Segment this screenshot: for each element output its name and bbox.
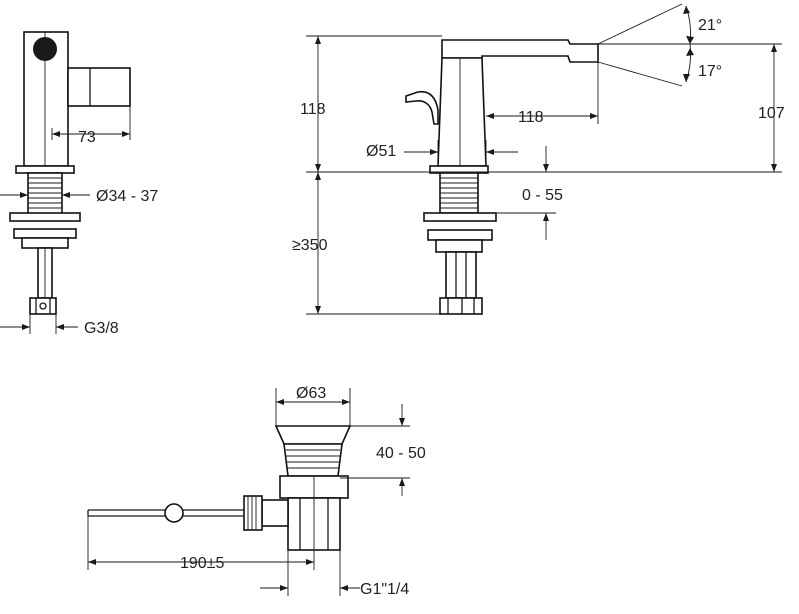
dim-body-diameter: Ø51 <box>366 143 396 160</box>
waste-view: Ø63 40 - 50 190±5 G1"1/4 <box>87 385 426 598</box>
dim-waste-height: 40 - 50 <box>376 445 426 462</box>
base-plate-side <box>15 165 75 174</box>
washer-front <box>423 212 497 222</box>
nut-body-front <box>435 239 483 253</box>
rod-ball-joint <box>164 503 184 523</box>
nut-front <box>427 229 493 241</box>
dim-angle-down: 17° <box>698 63 722 80</box>
front-view: 118 107 ≥350 118 Ø51 0 - 55 <box>292 3 785 315</box>
dim-connection: G3/8 <box>84 320 119 337</box>
waste-side-port <box>261 499 289 527</box>
connector-front <box>439 297 483 315</box>
nut-body-side <box>21 237 69 249</box>
waste-flange <box>274 425 352 445</box>
dim-overall-height: 107 <box>758 105 785 122</box>
pop-up-lever <box>405 90 439 125</box>
connector-side <box>29 297 57 315</box>
waste-upper-body <box>283 443 343 477</box>
dim-deck-thickness: 0 - 55 <box>522 187 563 204</box>
dim-waste-diameter: Ø63 <box>296 385 326 402</box>
threaded-shank-side <box>27 172 63 216</box>
dim-angle-up: 21° <box>698 17 722 34</box>
washer-side <box>9 212 81 222</box>
dim-spout-length: 73 <box>78 129 96 146</box>
dim-height: 118 <box>300 101 326 118</box>
dim-spout-reach: 118 <box>518 109 544 126</box>
dim-hose-length: ≥350 <box>292 237 328 254</box>
dim-waste-thread: G1"1/4 <box>360 581 409 598</box>
dim-mount-hole: Ø34 - 37 <box>96 188 158 205</box>
nut-side <box>13 228 77 239</box>
spout-side <box>67 67 131 107</box>
waste-rod-nut <box>243 495 263 531</box>
hose-front <box>445 251 477 299</box>
faucet-body-front <box>437 57 487 167</box>
side-view: 73 Ø34 - 37 G3/8 <box>0 31 158 337</box>
dim-rod-length: 190±5 <box>180 555 224 572</box>
